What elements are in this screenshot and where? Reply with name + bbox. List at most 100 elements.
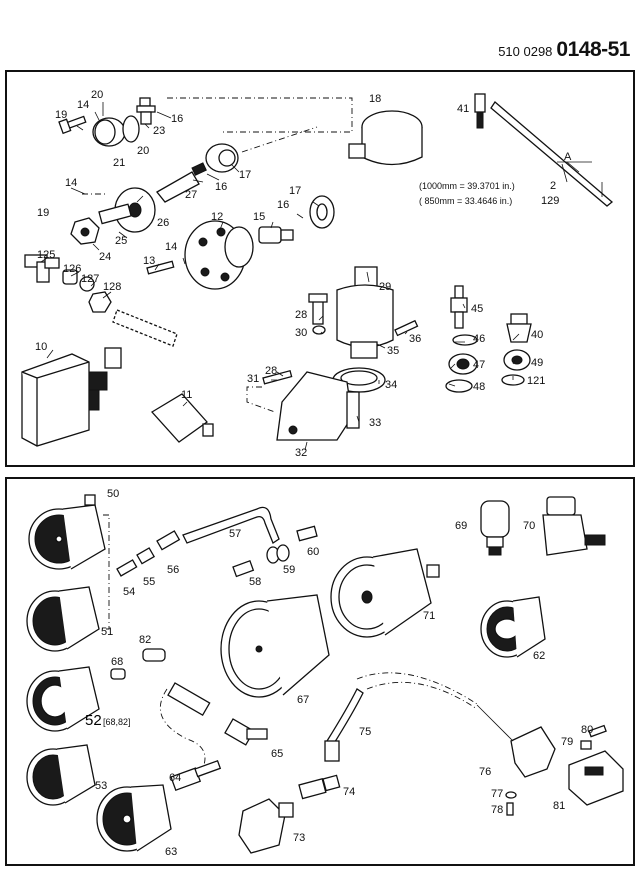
part-82-bulb-holder bbox=[142, 648, 166, 662]
callout-69: 69 bbox=[455, 520, 467, 532]
part-60-fitting bbox=[296, 525, 318, 542]
part-51-gauge bbox=[26, 586, 100, 652]
callout-121: 121 bbox=[527, 375, 545, 387]
part-24-nut bbox=[70, 217, 100, 245]
callout-11: 11 bbox=[181, 389, 192, 401]
callout-74: 74 bbox=[343, 786, 355, 798]
callout-73: 73 bbox=[293, 832, 305, 844]
part-46-washer bbox=[452, 334, 478, 346]
callout-49: 49 bbox=[531, 357, 543, 369]
callout-30: 30 bbox=[295, 327, 307, 339]
assembly-dash-line-1 bbox=[167, 97, 353, 133]
callout-12: 12 bbox=[211, 211, 223, 223]
part-58-plug bbox=[232, 560, 255, 578]
part-25-shaft bbox=[98, 203, 132, 225]
callout-78: 78 bbox=[491, 804, 503, 816]
callout-75: 75 bbox=[359, 726, 371, 738]
callout-126: 126 bbox=[63, 263, 81, 275]
part-64-cable-end bbox=[170, 759, 222, 791]
part-68-bulb bbox=[110, 668, 126, 680]
callout-65: 65 bbox=[271, 748, 283, 760]
gauge-bracket-line bbox=[97, 514, 110, 630]
bottom-parts-panel: 50 69 70 57 60 56 59 54 55 58 71 51 82 6… bbox=[5, 477, 635, 866]
callout-21: 21 bbox=[113, 157, 125, 169]
dimension-a: A bbox=[557, 151, 603, 197]
part-12-flange-body bbox=[184, 220, 254, 290]
part-31-bolt bbox=[262, 369, 293, 385]
callout-27: 27 bbox=[185, 189, 197, 201]
document-number-main: 0148-51 bbox=[556, 38, 630, 61]
part-49-adapter bbox=[503, 349, 531, 371]
part-54-fitting bbox=[116, 559, 138, 577]
part-53-gauge bbox=[26, 744, 96, 806]
callout-47: 47 bbox=[473, 359, 485, 371]
part-13-bolt bbox=[146, 260, 175, 275]
part-71-gauge bbox=[330, 548, 440, 638]
part-57-cable bbox=[182, 506, 280, 544]
callout-14: 14 bbox=[77, 99, 89, 111]
callout-26: 26 bbox=[157, 217, 169, 229]
assembly-dash-line-4 bbox=[246, 386, 276, 413]
callout-19b: 19 bbox=[37, 207, 49, 219]
part-67-gauge bbox=[220, 594, 330, 698]
callout-19: 19 bbox=[55, 109, 67, 121]
part-63-gauge bbox=[96, 784, 172, 852]
document-number-prefix: 510 0298 bbox=[498, 44, 553, 59]
callout-62: 62 bbox=[533, 650, 545, 662]
cable-dash-line-3 bbox=[366, 681, 478, 710]
callout-17b: 17 bbox=[289, 185, 301, 197]
callout-80: 80 bbox=[581, 724, 593, 736]
part-30-washer bbox=[312, 325, 326, 335]
part-18-sender bbox=[348, 110, 423, 166]
callout-18: 18 bbox=[369, 93, 381, 105]
part-48-washer bbox=[445, 379, 473, 393]
part-127-ferrule bbox=[79, 276, 95, 292]
callout-125: 125 bbox=[37, 249, 55, 261]
callout-59: 59 bbox=[283, 564, 295, 576]
callout-29: 29 bbox=[379, 281, 391, 293]
note-length-850: ( 850mm = 33.4646 in.) bbox=[419, 196, 512, 206]
part-27-shaft bbox=[156, 162, 207, 203]
part-55-nut bbox=[136, 547, 156, 565]
callout-67: 67 bbox=[297, 694, 309, 706]
callout-25: 25 bbox=[115, 235, 127, 247]
part-125-tee bbox=[24, 254, 60, 283]
callout-36: 36 bbox=[409, 333, 421, 345]
callout-53: 53 bbox=[95, 780, 107, 792]
part-41-dipstick-head bbox=[474, 93, 486, 129]
part-59-washer bbox=[266, 544, 290, 564]
part-23-bolt bbox=[136, 97, 156, 125]
callout-28: 28 bbox=[295, 309, 307, 321]
callout-129: 129 bbox=[541, 195, 559, 207]
part-77-washer bbox=[505, 791, 517, 799]
callout-17: 17 bbox=[239, 169, 251, 181]
part-80-screw bbox=[588, 724, 607, 738]
callout-46: 46 bbox=[473, 333, 485, 345]
callout-64: 64 bbox=[169, 772, 181, 784]
part-69-sensor bbox=[480, 500, 510, 556]
callout-52-variant: [68,82] bbox=[103, 717, 131, 727]
part-35-bolt bbox=[394, 319, 419, 337]
callout-20b: 20 bbox=[137, 145, 149, 157]
callout-14b: 14 bbox=[65, 177, 77, 189]
callout-10: 10 bbox=[35, 341, 47, 353]
part-dipstick-blade bbox=[490, 101, 614, 207]
callout-51: 51 bbox=[101, 626, 113, 638]
callout-56: 56 bbox=[167, 564, 179, 576]
part-45-sensor bbox=[450, 285, 468, 329]
part-128-nut bbox=[88, 291, 112, 313]
callout-33: 33 bbox=[369, 417, 381, 429]
part-hose bbox=[112, 309, 178, 347]
callout-63: 63 bbox=[165, 846, 177, 858]
callout-79: 79 bbox=[561, 736, 573, 748]
callout-54: 54 bbox=[123, 586, 135, 598]
callout-50: 50 bbox=[107, 488, 119, 500]
part-28-bolt bbox=[308, 293, 328, 325]
callout-60: 60 bbox=[307, 546, 319, 558]
part-15-fitting bbox=[258, 226, 294, 244]
part-17-bushing bbox=[205, 143, 239, 173]
callout-14c: 14 bbox=[165, 241, 177, 253]
callout-48: 48 bbox=[473, 381, 485, 393]
callout-31: 31 bbox=[247, 373, 259, 385]
top-exploded-diagram: A (1000mm = 39.3701 in.) ( 850mm = 33.46… bbox=[21, 89, 614, 459]
